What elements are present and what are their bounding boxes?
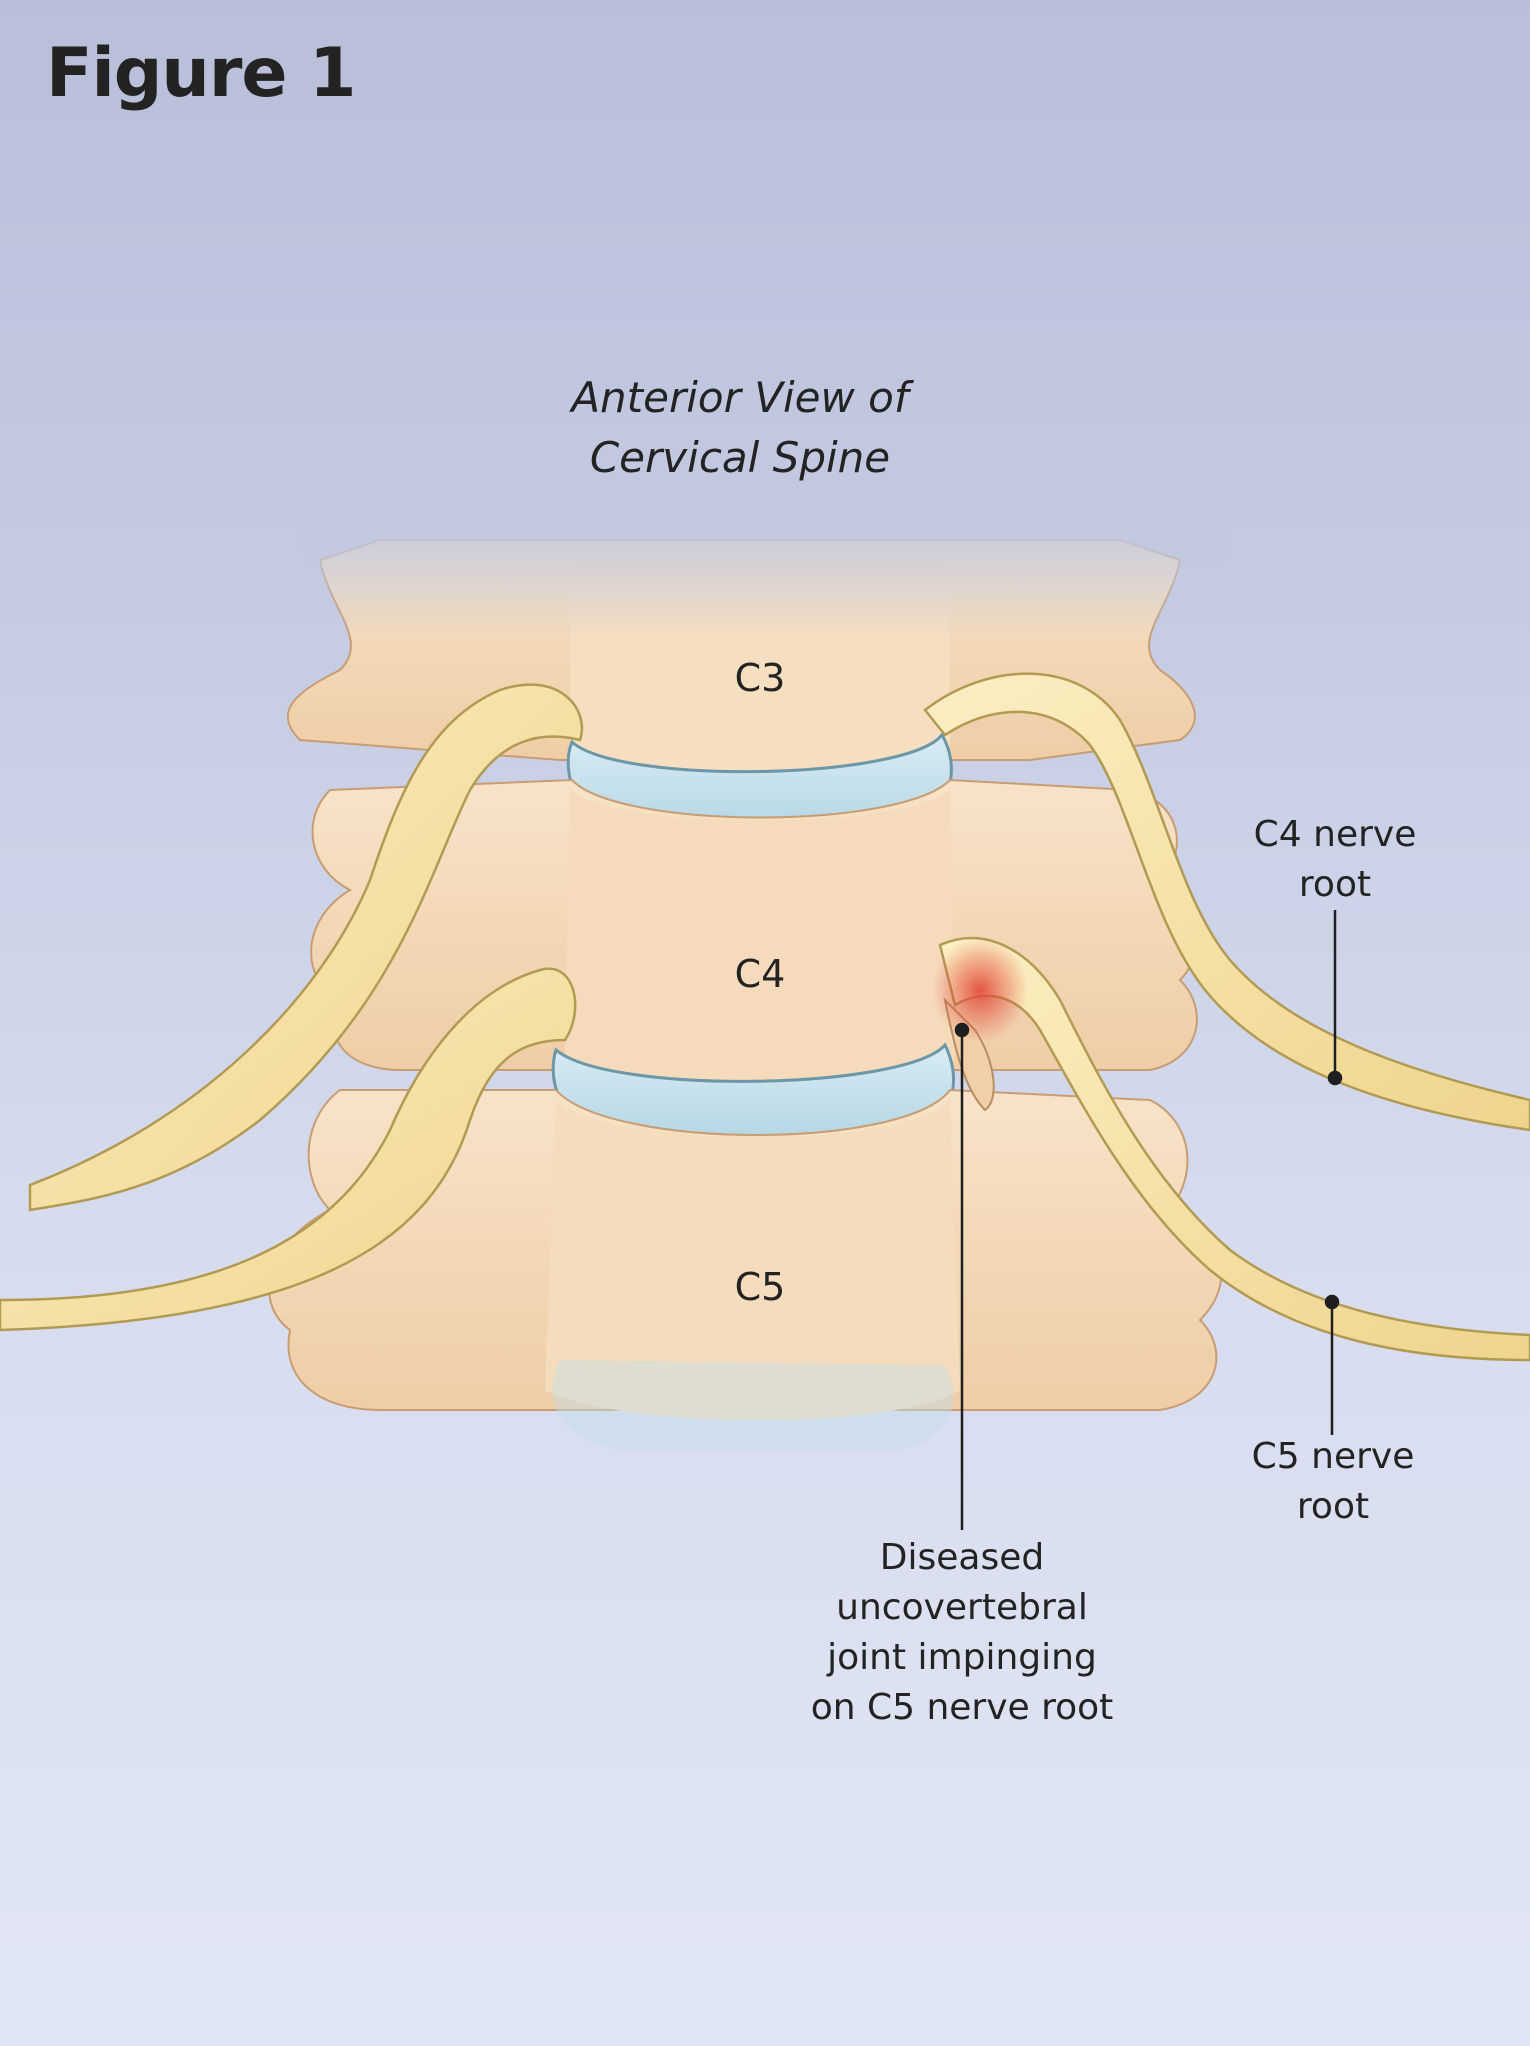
- c5-label: C5: [734, 1265, 786, 1309]
- c4-label: C4: [734, 952, 786, 996]
- diseased-joint-label-line-2: uncovertebral: [836, 1587, 1088, 1628]
- c5-nerve-root-label: C5 nerve root: [1228, 1432, 1438, 1532]
- diseased-joint-label-line-3: joint impinging: [827, 1637, 1097, 1678]
- c4-leader-dot: [1327, 1070, 1343, 1086]
- left-c5-nerve-root: [0, 967, 577, 1332]
- figure-label: Figure 1: [46, 34, 356, 113]
- inflammation-spot: [932, 938, 1028, 1042]
- c4-nerve-root-label-line-1: C4 nerve: [1253, 814, 1417, 855]
- c5-nerve-root-label-line-2: root: [1296, 1486, 1370, 1527]
- diseased-joint-label-line-1: Diseased: [879, 1537, 1045, 1578]
- view-title-line-2: Cervical Spine: [589, 433, 891, 482]
- joint-leader-dot: [954, 1022, 970, 1038]
- view-title-line-1: Anterior View of: [571, 373, 909, 422]
- c5-leader-dot: [1324, 1294, 1340, 1310]
- c3-label: C3: [734, 656, 786, 700]
- diseased-joint-label: Diseased uncovertebral joint impinging o…: [782, 1533, 1142, 1733]
- leader-lines: [954, 910, 1343, 1530]
- view-title: Anterior View of Cervical Spine: [500, 368, 980, 488]
- right-c4-nerve-root: [923, 672, 1530, 1132]
- diseased-joint-label-line-4: on C5 nerve root: [810, 1687, 1114, 1728]
- c5-vertebra: [268, 1088, 1223, 1450]
- c4-nerve-root-label-line-2: root: [1298, 864, 1372, 905]
- left-c4-nerve-root: [28, 683, 584, 1212]
- c5-nerve-root-label-line-1: C5 nerve: [1251, 1436, 1415, 1477]
- c4-nerve-root-label: C4 nerve root: [1230, 810, 1440, 910]
